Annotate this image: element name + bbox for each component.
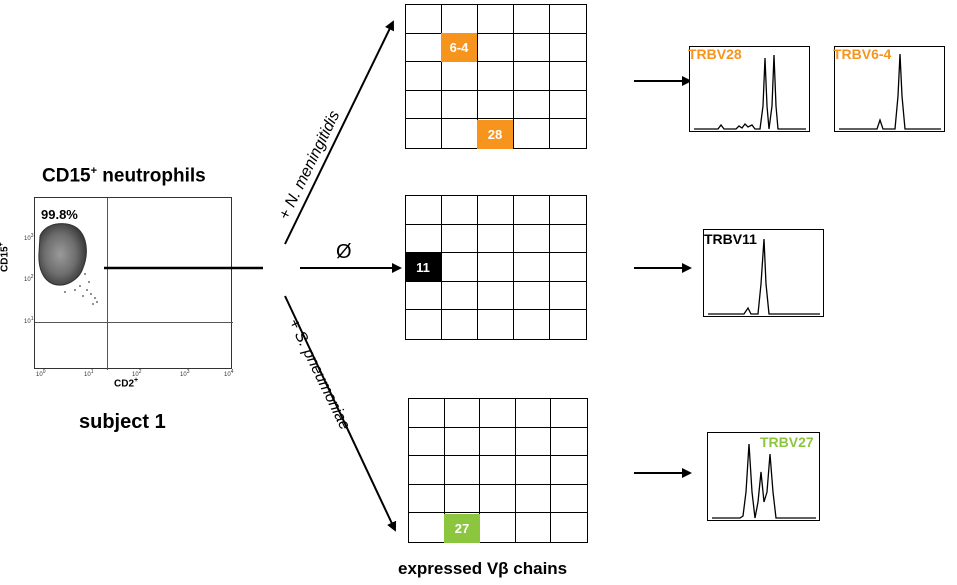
x-tick-4: 104 [224,369,233,378]
x-tick-base: 10 [224,372,231,378]
spectra-trbv28: TRBV28 [688,46,810,132]
x-tick-base: 10 [132,372,139,378]
x-tick-1: 101 [84,369,93,378]
arrow-top [284,20,394,245]
y-tick-base: 10 [24,319,31,325]
y-tick-base: 10 [24,277,31,283]
spectra-trbv27: TRBV27 [707,432,820,521]
y-tick-exp: 3 [30,233,34,239]
x-tick-0: 100 [36,369,45,378]
spectra-trbv6-4: TRBV6-4 [833,46,945,132]
arrow-bottom [284,295,397,532]
vbeta-mark-28: 28 [477,120,513,149]
subject-label: subject 1 [79,411,166,433]
x-axis-label: CD2+ [114,377,138,389]
spectra-frame [835,46,945,131]
vbeta-mark-6-4: 6-4 [441,33,477,62]
vbeta-mark-11: 11 [405,253,441,282]
spectra-frame [708,432,820,520]
cell-population [38,223,98,305]
x-tick-3: 103 [180,369,189,378]
spectra-trbv11: TRBV11 [703,229,824,317]
x-axis-main: CD2 [114,378,135,390]
title-main: CD15 [42,165,91,187]
x-tick-base: 10 [84,372,91,378]
grid-caption: expressed Vβ chains [398,559,568,578]
y-tick-exp: 1 [30,316,34,322]
quadrant-vline [107,198,108,370]
y-tick-2: 102 [24,274,33,283]
spectra-trace [694,54,806,130]
spectra-label: TRBV11 [704,231,757,247]
vbeta-mark-27: 27 [444,514,480,543]
y-tick-exp: 2 [30,274,34,280]
spectra-trace [708,238,820,315]
spectra-trace [712,443,816,519]
spectra-label: TRBV6-4 [833,46,892,62]
flow-title: CD15+ neutrophils [42,165,206,187]
x-tick-exp: 2 [138,369,142,375]
x-tick-2: 102 [132,369,141,378]
spectra-label: TRBV27 [760,434,814,450]
y-tick-3: 103 [24,233,33,242]
x-tick-base: 10 [36,372,43,378]
x-tick-exp: 3 [186,369,190,375]
x-tick-exp: 4 [230,369,234,375]
vbeta-grid-bottom [408,398,588,543]
x-tick-exp: 1 [90,369,94,375]
x-axis-sup: + [134,377,139,384]
title-sup: + [90,165,98,177]
y-tick-1: 101 [24,316,33,325]
title-rest: neutrophils [97,165,206,187]
spectra-label: TRBV28 [688,46,742,62]
x-tick-exp: 0 [42,369,46,375]
spectra-frame [690,46,810,131]
spectra-frame [704,229,824,316]
y-tick-base: 10 [24,236,31,242]
flow-plot: 99.8% [34,197,233,370]
x-tick-base: 10 [180,372,187,378]
quadrant-hline [35,322,233,323]
condition-middle-label: Ø [336,241,352,263]
spectra-trace [839,53,941,130]
gate-percent: 99.8% [41,207,78,222]
